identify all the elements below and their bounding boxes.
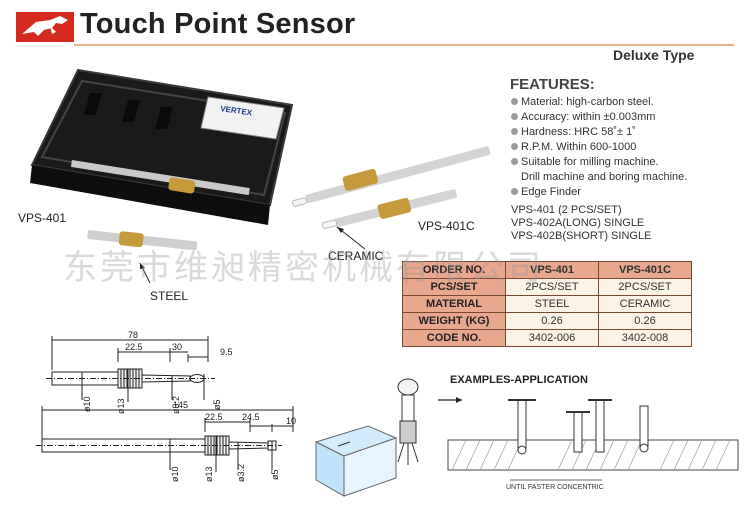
table-cell: 3402-008 xyxy=(598,329,692,347)
dim-label: ø3.2 xyxy=(171,396,181,414)
table-row-label: CODE NO. xyxy=(402,329,506,347)
bullet-icon xyxy=(511,188,518,195)
label-ceramic: CERAMIC xyxy=(328,249,384,263)
table-row-label: MATERIAL xyxy=(402,295,506,313)
table-cell: 2PCS/SET xyxy=(598,278,692,296)
table-cell: 0.26 xyxy=(505,312,599,330)
label-vps-401: VPS-401 xyxy=(18,211,67,225)
technical-drawing: 78 22.5 30 9.5 ø10 ø13 ø3.2 ø5 145 22.5 … xyxy=(36,330,296,482)
table-row-label: PCS/SET xyxy=(402,278,506,296)
label-vps-401c: VPS-401C xyxy=(418,219,475,233)
eagle-icon xyxy=(22,16,68,36)
bullet-icon xyxy=(511,98,518,105)
examples-note: UNTIL FASTER CONCENTRIC xyxy=(506,484,604,491)
table-cell: 2PCS/SET xyxy=(505,278,599,296)
dim-label: ø13 xyxy=(116,398,126,414)
title-divider xyxy=(74,44,734,46)
dim-label: 22.5 xyxy=(125,342,143,352)
page-subtitle: Deluxe Type xyxy=(613,47,695,63)
dim-label: 30 xyxy=(172,342,182,352)
dim-label: ø10 xyxy=(82,396,92,412)
model-line: VPS-402A(LONG) SINGLE xyxy=(511,217,645,229)
label-steel: STEEL xyxy=(150,289,189,303)
table-cell: 3402-006 xyxy=(505,329,599,347)
feature-item: Accuracy: within ±0.003mm xyxy=(511,111,655,123)
dim-overall-top: 78 xyxy=(128,330,138,340)
features-heading: FEATURES: xyxy=(510,76,595,93)
feature-item: Hardness: HRC 58˚± 1˚ xyxy=(511,126,636,138)
page-title: Touch Point Sensor xyxy=(80,8,356,40)
table-header-cell: VPS-401 xyxy=(505,261,599,279)
dim-label: ø13 xyxy=(204,466,214,482)
table-row: CODE NO. 3402-006 3402-008 xyxy=(402,329,692,347)
product-photo: VERTEX xyxy=(30,68,491,284)
brand-logo xyxy=(16,12,74,42)
table-header-cell: ORDER NO. xyxy=(402,261,506,279)
feature-item: Edge Finder xyxy=(511,186,581,198)
feature-item: Material: high-carbon steel. xyxy=(511,96,654,108)
model-line: VPS-402B(SHORT) SINGLE xyxy=(511,230,652,242)
dim-label: 24.5 xyxy=(242,412,260,422)
table-row-label: WEIGHT (KG) xyxy=(402,312,506,330)
model-line: VPS-401 (2 PCS/SET) xyxy=(511,204,622,216)
table-header-cell: VPS-401C xyxy=(598,261,692,279)
dim-label: ø10 xyxy=(170,466,180,482)
examples-heading: EXAMPLES-APPLICATION xyxy=(450,374,588,386)
dim-overall-bottom: 145 xyxy=(173,400,188,410)
spec-table: ORDER NO. VPS-401 VPS-401C PCS/SET 2PCS/… xyxy=(402,261,692,347)
dim-label: 9.5 xyxy=(220,347,233,357)
dim-label: ø5 xyxy=(212,399,222,410)
bullet-icon xyxy=(511,158,518,165)
bullet-icon xyxy=(511,128,518,135)
table-cell: STEEL xyxy=(505,295,599,313)
feature-item: Suitable for milling machine. xyxy=(511,156,659,168)
bullet-icon xyxy=(511,143,518,150)
feature-continuation: Drill machine and boring machine. xyxy=(521,171,688,183)
application-illustration xyxy=(314,378,739,497)
dim-label: 10 xyxy=(286,416,296,426)
table-cell: 0.26 xyxy=(598,312,692,330)
table-cell: CERAMIC xyxy=(598,295,692,313)
dim-label: ø3.2 xyxy=(236,464,246,482)
table-row: PCS/SET 2PCS/SET 2PCS/SET xyxy=(402,278,692,296)
feature-item: R.P.M. Within 600-1000 xyxy=(511,141,636,153)
table-header-row: ORDER NO. VPS-401 VPS-401C xyxy=(402,261,692,279)
watermark: 东莞市维昶精密机械有限公司 xyxy=(63,248,544,288)
dim-label: 22.5 xyxy=(205,412,223,422)
dim-label: ø5 xyxy=(270,469,280,480)
bullet-icon xyxy=(511,113,518,120)
table-row: MATERIAL STEEL CERAMIC xyxy=(402,295,692,313)
table-row: WEIGHT (KG) 0.26 0.26 xyxy=(402,312,692,330)
